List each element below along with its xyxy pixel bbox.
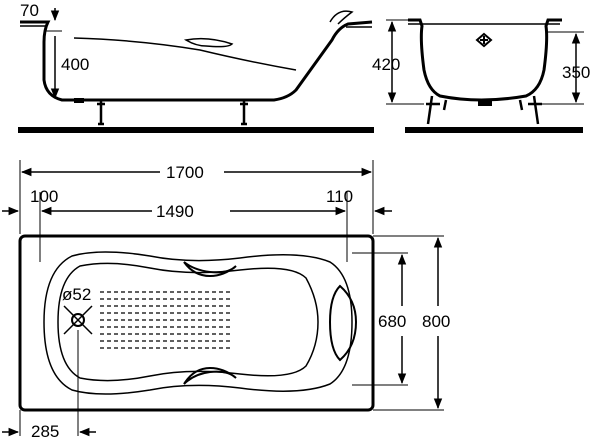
dim-400-label: 400 [61,55,89,74]
plan-handle-top [183,261,237,278]
dim-110-label: 110 [326,187,353,206]
end-feet [426,95,542,125]
dim-70-label: 70 [20,1,39,20]
side-floor [18,127,374,133]
plan-handle-bottom [183,366,237,385]
end-tub-outline [408,18,562,102]
side-tub-outline [20,20,373,102]
plan-drain [63,305,93,335]
side-tub-rim [20,25,372,28]
plan-basin-inner [57,262,319,382]
dim-100-label: 100 [30,187,58,206]
side-foot-left [97,100,105,126]
end-drain [478,100,492,106]
side-handle [183,37,234,48]
plan-tub-outer [18,234,375,412]
dim-1490-label: 1490 [156,202,194,221]
dim-285-label: 285 [31,422,59,439]
dim-350-label: 350 [562,63,590,82]
side-drain [74,98,84,103]
side-headrest [329,10,354,25]
dim-680-label: 680 [378,312,406,331]
dim-420-label: 420 [372,55,400,74]
dim-800-label: 800 [422,312,450,331]
plan-headrest [328,284,358,362]
side-foot-right [240,100,248,126]
plan-antislip-pattern [100,291,232,349]
end-view: 420 350 [372,18,590,133]
side-backrest-curve [73,37,297,71]
dim-1700-label: 1700 [166,163,204,182]
end-overflow-diamond [475,32,493,48]
plan-view: 1700 100 1490 110 [2,160,450,439]
dim-drain-diameter-label: ø52 [62,285,91,304]
plan-basin-outer [43,251,353,395]
side-view: 70 400 [18,1,374,133]
end-floor [405,127,583,133]
